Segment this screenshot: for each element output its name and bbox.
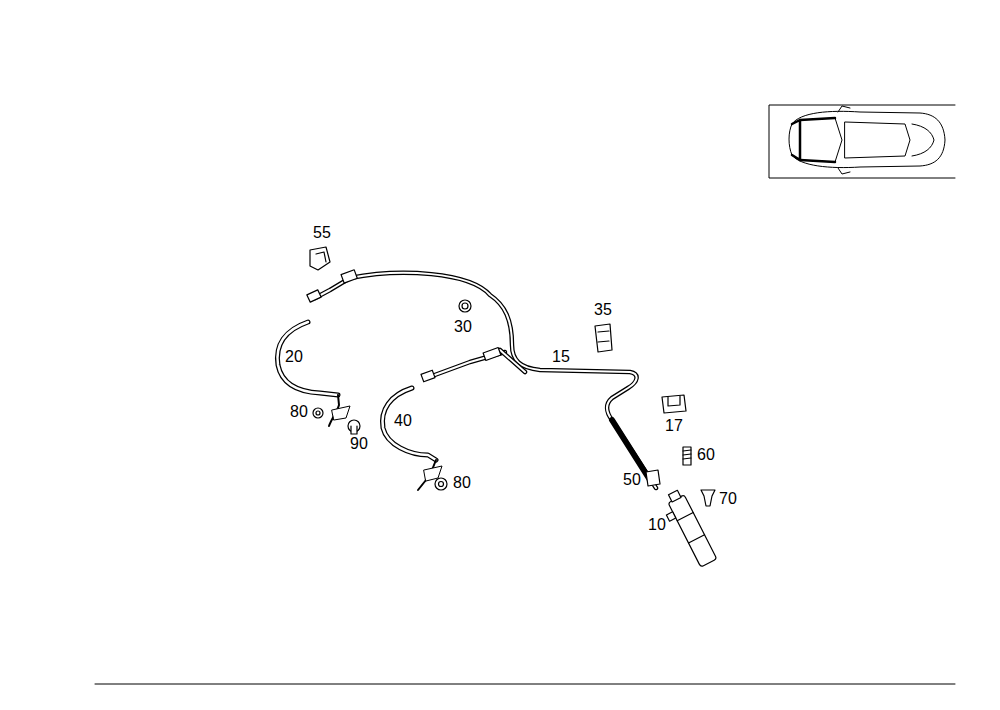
washer-line: [307, 270, 656, 488]
callout-number: 90: [349, 435, 369, 453]
page-rule: [95, 684, 955, 685]
car-outline: [789, 106, 945, 174]
callout-number: 15: [551, 348, 571, 366]
callout-number: 80: [452, 474, 472, 492]
hose: [382, 388, 442, 490]
callout-number: 40: [393, 412, 413, 430]
clip: [310, 247, 330, 270]
callout-number: 30: [453, 318, 473, 336]
small-parts: [310, 247, 715, 506]
callout-number: 17: [664, 417, 684, 435]
inset-frame: [769, 105, 955, 178]
callout-number: 35: [593, 301, 613, 319]
washer-pump: [659, 488, 717, 570]
callout-number: 70: [718, 490, 738, 508]
callout-number: 60: [696, 446, 716, 464]
hose: [277, 322, 350, 426]
callout-number: 20: [284, 348, 304, 366]
callout-number: 10: [647, 516, 667, 534]
callout-number: 55: [312, 224, 332, 242]
callout-number: 50: [622, 471, 642, 489]
callout-number: 80: [289, 403, 309, 421]
